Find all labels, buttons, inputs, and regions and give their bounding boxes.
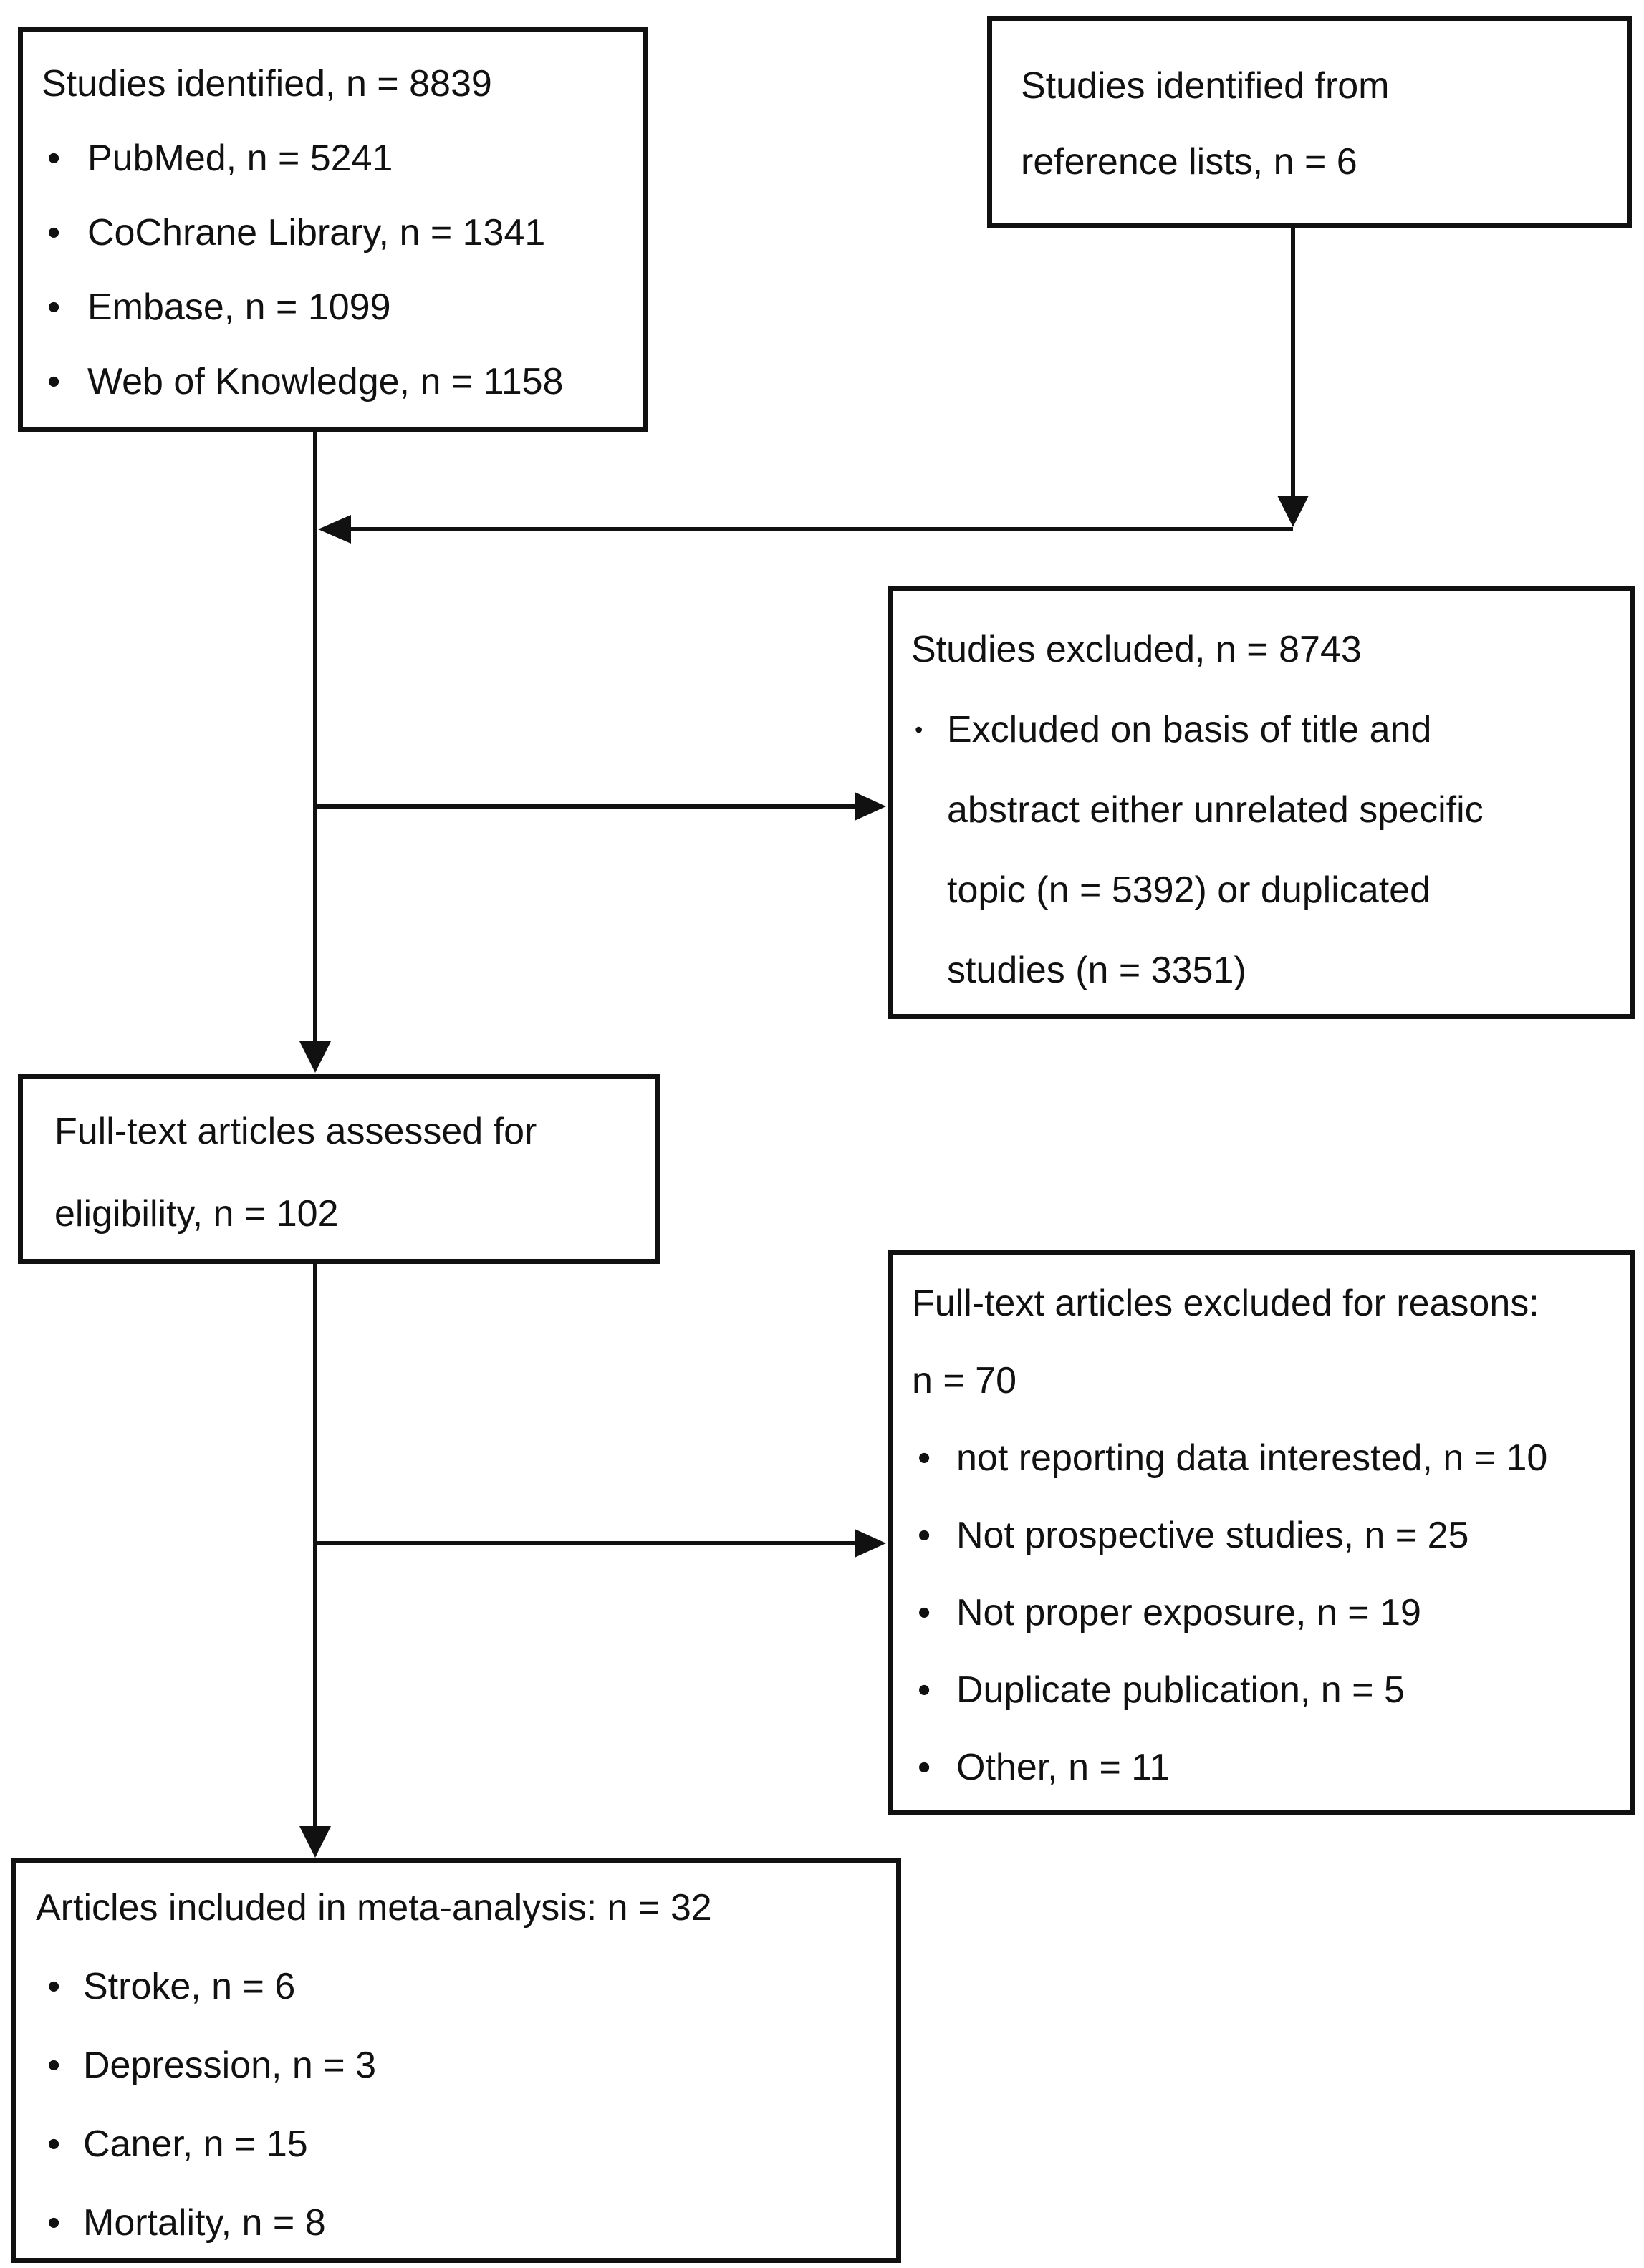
arrowhead-down-into-assessed-icon — [299, 1041, 331, 1073]
bullet-icon: • — [918, 1669, 931, 1711]
list-item: • PubMed, n = 5241 — [42, 121, 629, 196]
list-item: • Excluded on basis of title and abstrac… — [911, 690, 1616, 1010]
list-item-line: topic (n = 5392) or duplicated — [947, 869, 1431, 911]
list-item-text: Not prospective studies, n = 25 — [956, 1515, 1469, 1556]
bullet-icon: • — [47, 212, 61, 254]
arrowhead-right-into-excluded-icon — [855, 792, 886, 821]
bullet-icon: • — [918, 1515, 931, 1556]
bullet-icon: • — [47, 2123, 61, 2165]
list-item: • Not proper exposure, n = 19 — [912, 1574, 1617, 1651]
list-item-line: Excluded on basis of title and — [947, 709, 1432, 751]
list-item-text: Depression, n = 3 — [83, 2045, 377, 2086]
box-reference-lists: Studies identified from reference lists,… — [987, 16, 1632, 228]
box-included-meta-analysis: Articles included in meta-analysis: n = … — [11, 1858, 901, 2263]
bullet-icon: • — [47, 137, 61, 179]
list-item: • Mortality, n = 8 — [36, 2183, 883, 2262]
arrowhead-right-into-fulltext-excluded-icon — [855, 1529, 886, 1558]
list-item: • Stroke, n = 6 — [36, 1947, 883, 2026]
list-item-text: Excluded on basis of title and abstract … — [947, 690, 1616, 1010]
list-item: • Caner, n = 15 — [36, 2105, 883, 2183]
arrowhead-down-into-included-icon — [299, 1826, 331, 1858]
box-studies-excluded: Studies excluded, n = 8743 • Excluded on… — [888, 586, 1635, 1019]
list-item-text: Stroke, n = 6 — [83, 1966, 296, 2007]
box-title-line: reference lists, n = 6 — [1021, 141, 1357, 183]
box-fulltext-assessed: Full-text articles assessed for eligibil… — [18, 1074, 660, 1264]
reason-list: • not reporting data interested, n = 10 … — [912, 1419, 1617, 1806]
list-item-line: studies (n = 3351) — [947, 950, 1246, 991]
bullet-icon: • — [915, 717, 923, 743]
box-studies-identified: Studies identified, n = 8839 • PubMed, n… — [18, 27, 648, 432]
list-item: • Duplicate publication, n = 5 — [912, 1651, 1617, 1729]
bullet-icon: • — [47, 2045, 61, 2086]
list-item-text: Caner, n = 15 — [83, 2123, 308, 2165]
bullet-icon: • — [918, 1437, 931, 1479]
box-title-line: n = 70 — [912, 1360, 1017, 1401]
list-item-text: Not proper exposure, n = 19 — [956, 1592, 1421, 1634]
list-item-text: Duplicate publication, n = 5 — [956, 1669, 1405, 1711]
list-item: • Not prospective studies, n = 25 — [912, 1497, 1617, 1574]
list-item-text: not reporting data interested, n = 10 — [956, 1437, 1548, 1479]
list-item-text: Other, n = 11 — [956, 1747, 1170, 1788]
list-item: • Embase, n = 1099 — [42, 270, 629, 344]
list-item-text: Embase, n = 1099 — [87, 286, 391, 328]
source-list: • PubMed, n = 5241 • CoChrane Library, n… — [42, 121, 629, 419]
list-item: • Web of Knowledge, n = 1158 — [42, 344, 629, 419]
bullet-icon: • — [47, 1966, 61, 2007]
list-item: • Depression, n = 3 — [36, 2026, 883, 2105]
list-item-text: CoChrane Library, n = 1341 — [87, 212, 546, 254]
box-title-line: Studies identified from — [1021, 65, 1390, 107]
list-item: • CoChrane Library, n = 1341 — [42, 196, 629, 270]
list-item: • Other, n = 11 — [912, 1729, 1617, 1806]
bullet-icon: • — [47, 286, 61, 328]
box-title-line: eligibility, n = 102 — [54, 1193, 339, 1235]
list-item: • not reporting data interested, n = 10 — [912, 1419, 1617, 1497]
arrowhead-left-into-trunk-icon — [318, 515, 351, 544]
box-fulltext-excluded: Full-text articles excluded for reasons:… — [888, 1250, 1635, 1815]
bullet-icon: • — [918, 1747, 931, 1788]
list-item-text: Web of Knowledge, n = 1158 — [87, 361, 564, 402]
exclusion-list: • Excluded on basis of title and abstrac… — [911, 690, 1616, 1010]
list-item-line: abstract either unrelated specific — [947, 789, 1484, 831]
bullet-icon: • — [47, 2202, 61, 2244]
bullet-icon: • — [47, 361, 61, 402]
bullet-icon: • — [918, 1592, 931, 1634]
box-title: Articles included in meta-analysis: n = … — [36, 1887, 712, 1929]
box-title: Studies excluded, n = 8743 — [911, 629, 1362, 670]
list-item-text: Mortality, n = 8 — [83, 2202, 326, 2244]
outcome-list: • Stroke, n = 6 • Depression, n = 3 • Ca… — [36, 1947, 883, 2262]
box-title: Studies identified, n = 8839 — [42, 63, 492, 105]
list-item-text: PubMed, n = 5241 — [87, 137, 393, 179]
box-title-line: Full-text articles assessed for — [54, 1111, 537, 1152]
box-title-line: Full-text articles excluded for reasons: — [912, 1283, 1539, 1324]
arrowhead-down-reference-icon — [1277, 496, 1309, 527]
